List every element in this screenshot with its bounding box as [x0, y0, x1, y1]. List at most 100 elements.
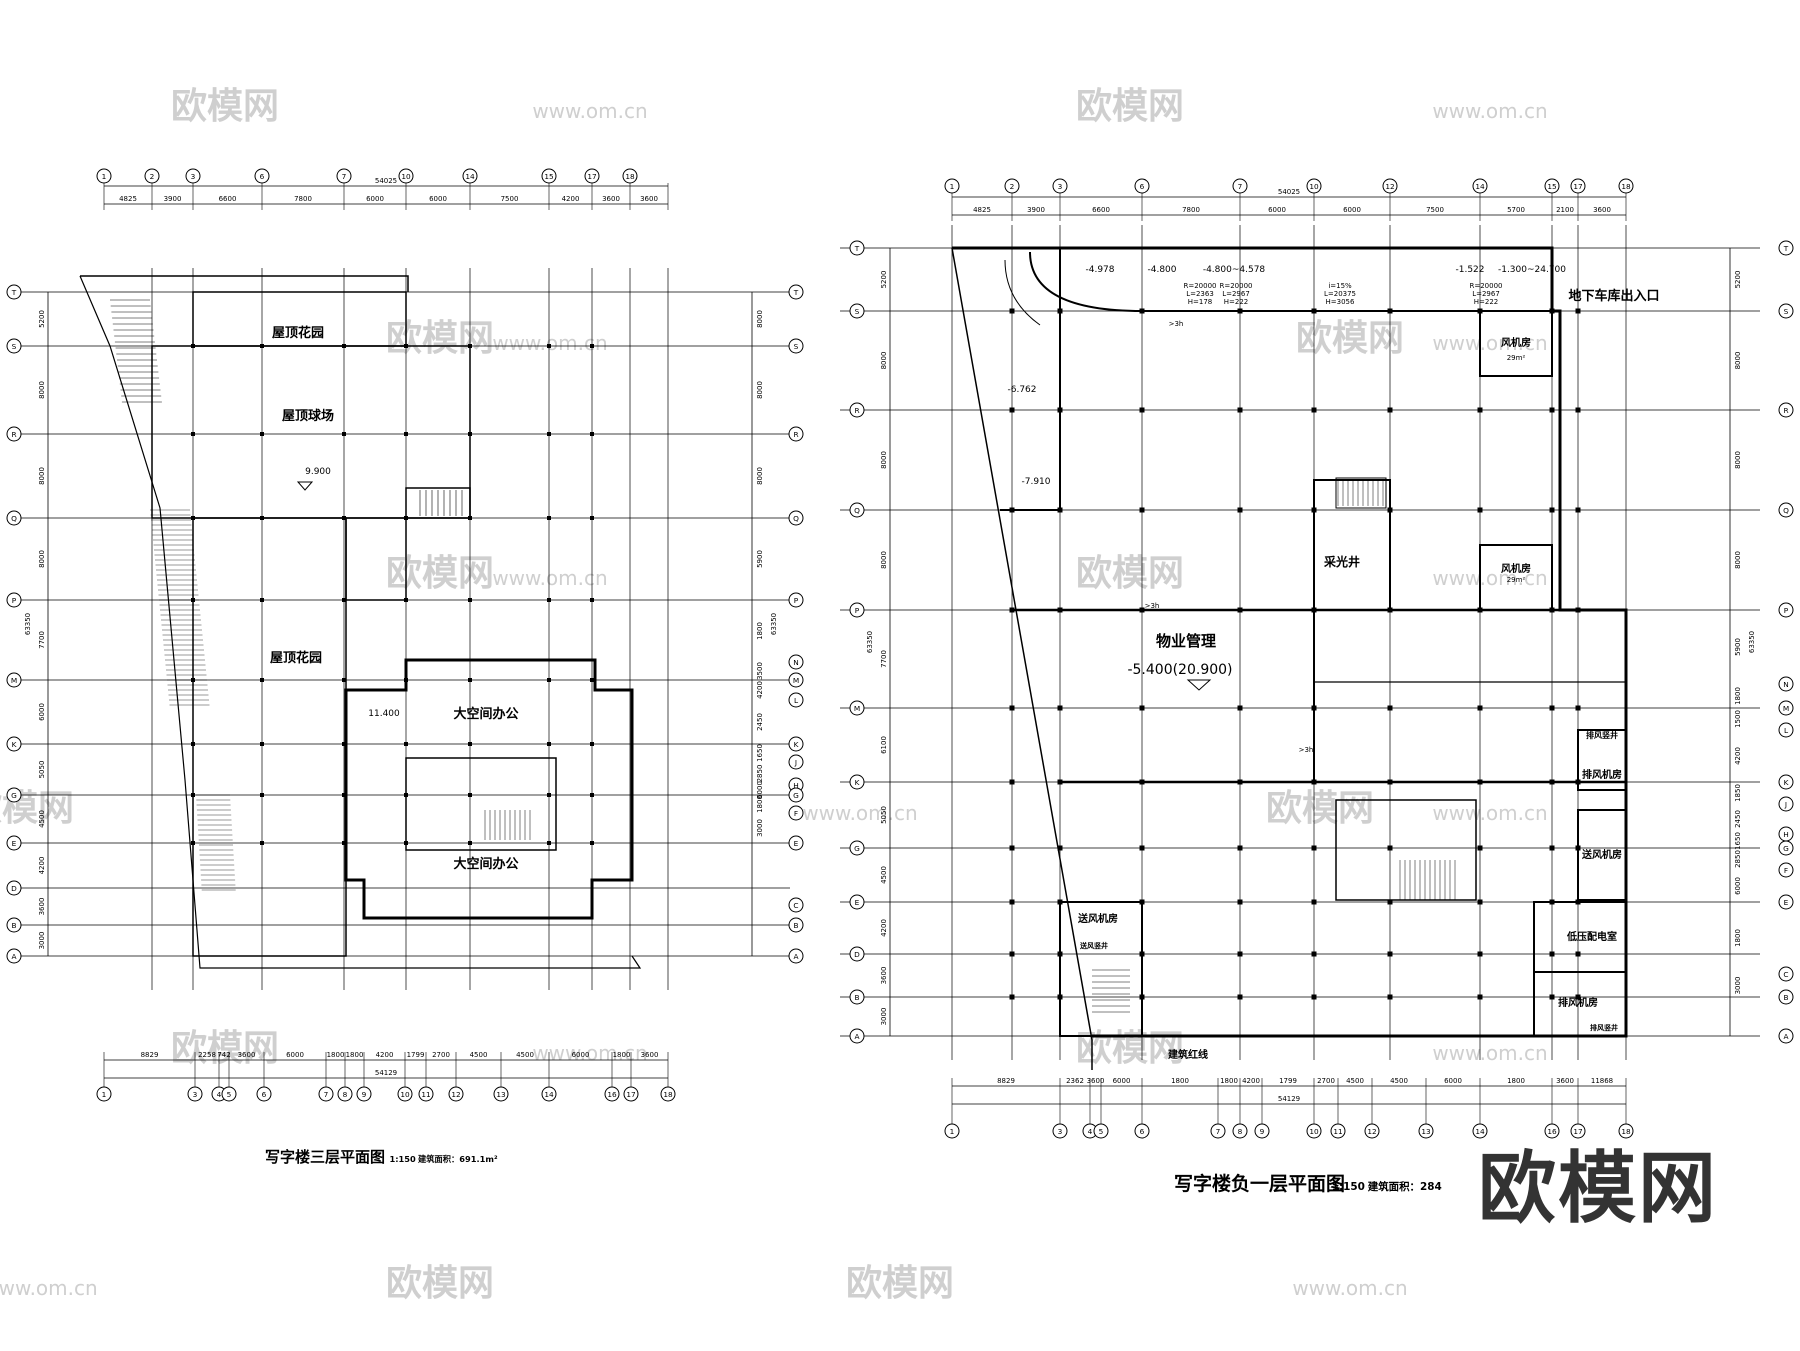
right-dim-value: 8000: [756, 310, 764, 328]
axis-bubble-right-label: N: [793, 658, 799, 667]
axis-bubble-bottom-label: 3: [1058, 1127, 1063, 1136]
axis-bubble-left-label: T: [11, 288, 17, 297]
right-dim-value: 8000: [1734, 551, 1742, 569]
axis-bubble-right-label: R: [793, 430, 798, 439]
column: [404, 841, 408, 845]
axis-bubble-left-circle: [6, 338, 22, 354]
watermark-logo: 欧模网: [1266, 788, 1374, 829]
column: [1387, 407, 1393, 413]
axis-bubble-left-label: T: [854, 244, 860, 253]
column: [404, 793, 408, 797]
axis-bubble-right-label: G: [1783, 844, 1789, 853]
plan-title: 写字楼负一层平面图: [1174, 1172, 1345, 1195]
column: [1311, 507, 1317, 513]
column: [1057, 899, 1063, 905]
column: [1057, 994, 1063, 1000]
axis-bubble-bottom-label: 18: [663, 1090, 673, 1099]
axis-bubble-bottom-label: 11: [421, 1090, 430, 1099]
axis-bubble-right-label: L: [794, 696, 799, 705]
axis-bubble-left-label: D: [11, 884, 17, 893]
top-dim-value: 4825: [119, 195, 137, 203]
axis-bubble-right-circle: [788, 284, 804, 300]
top-dim-value: 6600: [219, 195, 237, 203]
axis-bubble-top-label: 1: [950, 182, 955, 191]
column: [1009, 507, 1015, 513]
room-label-exhaust-room: 排风机房: [1582, 768, 1622, 781]
column: [1237, 845, 1243, 851]
watermark-logo: 欧模网: [171, 1028, 279, 1069]
right-total-dim: 63350: [1748, 631, 1756, 653]
axis-bubble-right-circle: [1778, 700, 1794, 716]
top-dim-value: 6000: [1268, 206, 1286, 214]
column: [191, 516, 195, 520]
fan-room-south: [1479, 544, 1553, 611]
axis-bubble-bottom-label: 7: [324, 1090, 329, 1099]
column: [1139, 845, 1145, 851]
ramp-curve: [1004, 259, 1041, 326]
axis-bubble-bottom-label: 13: [1421, 1127, 1431, 1136]
bottom-total-dim: 54129: [1278, 1095, 1300, 1103]
column: [191, 432, 195, 436]
column: [1237, 507, 1243, 513]
axis-bubble-left-circle: [6, 592, 22, 608]
axis-bubble-left-circle: [6, 426, 22, 442]
axis-bubble-right-circle: [788, 672, 804, 688]
axis-bubble-bottom-label: 3: [193, 1090, 198, 1099]
level-mark: -1.522: [1455, 265, 1484, 275]
column: [1139, 899, 1145, 905]
watermark-logo: 欧模网: [846, 1263, 954, 1304]
column: [1387, 779, 1393, 785]
axis-bubble-right-circle: [1778, 240, 1794, 256]
ramp-note: H=178: [1188, 298, 1213, 306]
fan-room-north: [1479, 310, 1553, 377]
column: [404, 516, 408, 520]
axis-bubble-bottom-label: 6: [262, 1090, 267, 1099]
right-dim-value: 2850: [756, 765, 764, 783]
watermark-url: www.om.cn: [492, 331, 607, 355]
watermark-url: www.om.cn: [1432, 801, 1547, 825]
watermark-url: www.om.cn: [532, 99, 647, 123]
level-mark: -6.762: [1007, 385, 1036, 395]
axis-bubble-right-label: J: [794, 758, 797, 767]
axis-bubble-top-label: 3: [191, 172, 196, 181]
right-dim-value: 1850: [1734, 784, 1742, 802]
axis-bubble-right-label: R: [1783, 406, 1788, 415]
room-label-low-voltage: 低压配电室: [1566, 930, 1617, 943]
column: [468, 432, 472, 436]
right-dim-value: 2850: [1734, 850, 1742, 868]
column: [1549, 779, 1555, 785]
column: [590, 841, 594, 845]
column: [260, 432, 264, 436]
column: [468, 742, 472, 746]
axis-bubble-left-label: K: [855, 778, 860, 787]
axis-bubble-top-label: 18: [1621, 182, 1631, 191]
column: [1057, 507, 1063, 513]
right-dim-value: 2450: [756, 713, 764, 731]
column: [1387, 705, 1393, 711]
bottom-dim-value: 1800: [1171, 1077, 1189, 1085]
axis-bubble-right-circle: [1778, 840, 1794, 856]
column: [1549, 845, 1555, 851]
column: [404, 678, 408, 682]
axis-bubble-top-label: 2: [150, 172, 155, 181]
right-dim-value: 8000: [756, 381, 764, 399]
right-dim-value: 8000: [756, 467, 764, 485]
axis-bubble-right-label: M: [1783, 704, 1789, 713]
column: [1575, 705, 1581, 711]
room-label-roof-garden: 屋顶花园: [270, 650, 322, 666]
axis-bubble-right-label: L: [1784, 726, 1789, 735]
column: [1549, 705, 1555, 711]
column: [1311, 407, 1317, 413]
column: [1311, 899, 1317, 905]
level-mark: -4.800: [1147, 265, 1176, 275]
column: [1139, 705, 1145, 711]
column: [1549, 951, 1555, 957]
column: [1575, 308, 1581, 314]
axis-bubble-top-label: 12: [1385, 182, 1394, 191]
level-mark: 11.400: [368, 709, 400, 719]
axis-bubble-left-circle: [849, 840, 865, 856]
axis-bubble-right-circle: [788, 338, 804, 354]
bottom-dim-value: 8829: [141, 1051, 159, 1059]
top-dim-value: 3600: [640, 195, 658, 203]
